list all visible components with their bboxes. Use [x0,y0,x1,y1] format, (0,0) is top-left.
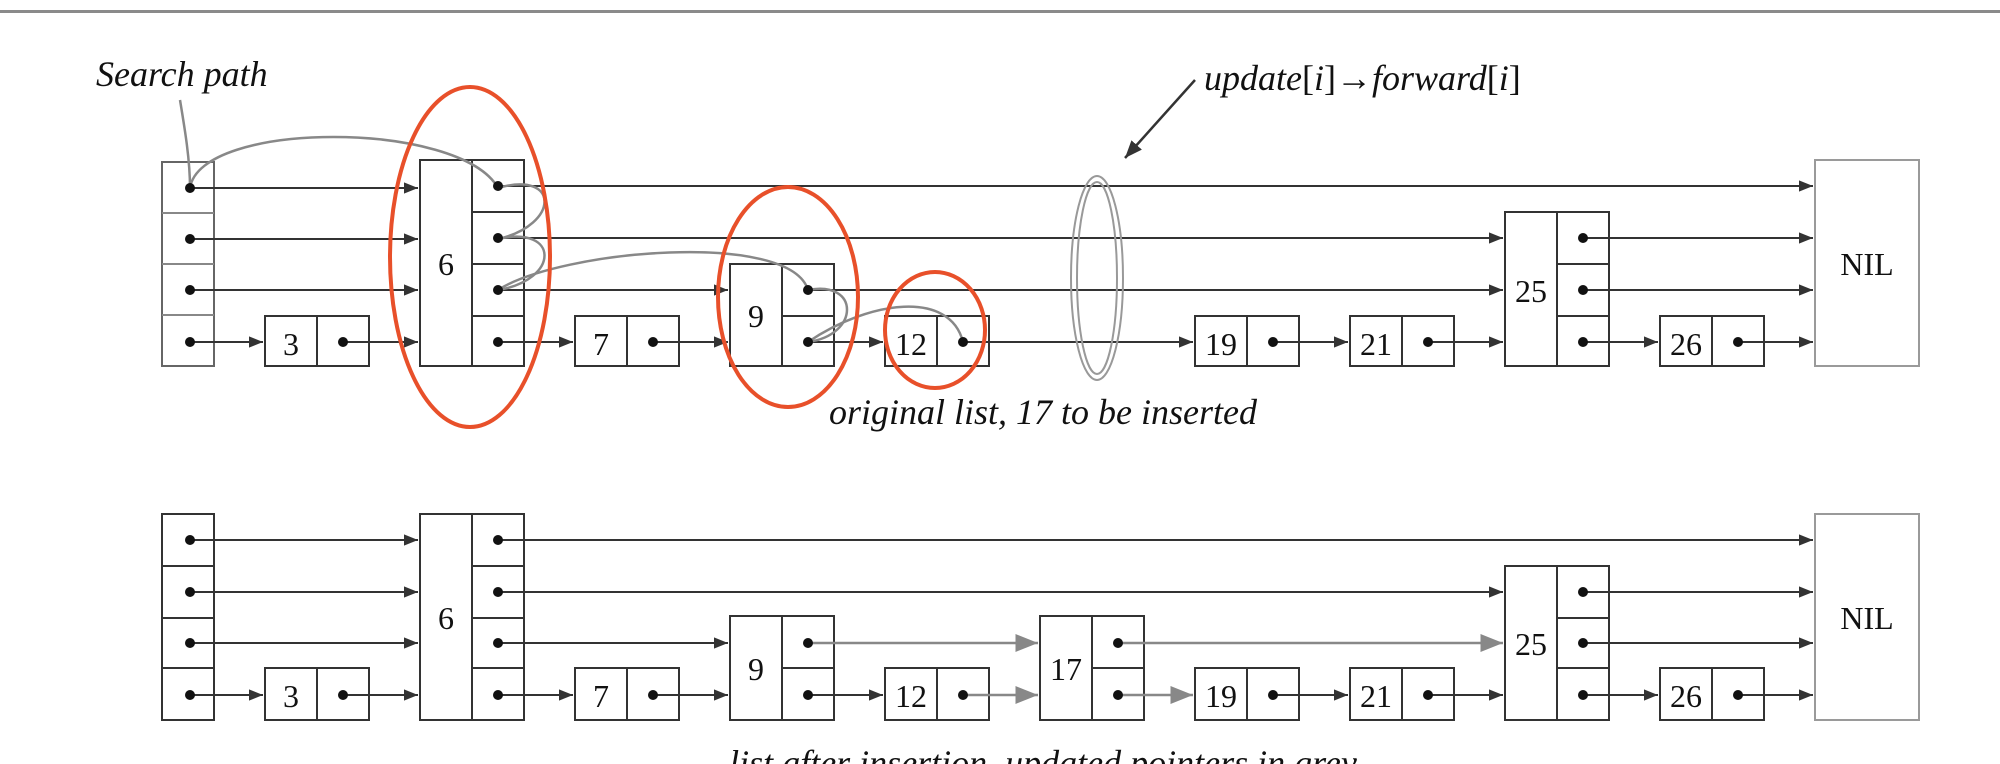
bottom-key-19: 19 [1205,678,1237,714]
top-node-keys: 3 6 7 9 12 19 21 25 26 NIL [283,246,1894,362]
top-key-3: 3 [283,326,299,362]
highlight-node-9 [716,185,860,409]
bottom-nil-node [1814,513,1920,721]
top-pointer-dots [185,181,1743,347]
top-key-19: 19 [1205,326,1237,362]
highlight-node-12 [883,270,987,390]
top-key-26: 26 [1670,326,1702,362]
top-key-25: 25 [1515,273,1547,309]
bottom-nil-label: NIL [1840,600,1893,636]
top-nil-label: NIL [1840,246,1893,282]
highlight-node-6 [388,85,552,429]
bottom-key-3: 3 [283,678,299,714]
search-path-label: Search path [96,54,268,94]
top-key-7: 7 [593,326,609,362]
bottom-key-26: 26 [1670,678,1702,714]
bottom-pointer-dots [185,535,1743,700]
top-skip-list [161,79,1920,429]
search-path-curves [178,99,965,344]
bottom-key-9: 9 [748,651,764,687]
updated-pointers [810,634,1503,704]
top-key-9: 9 [748,298,764,334]
bottom-key-12: 12 [895,678,927,714]
top-key-6: 6 [438,246,454,282]
update-ellipse [1070,175,1124,381]
bottom-key-17: 17 [1050,651,1082,687]
caption-after-insertion: list after insertion, updated pointers i… [729,743,1357,764]
top-divider [0,0,2000,13]
bottom-skip-list [161,513,1920,721]
bottom-key-21: 21 [1360,678,1392,714]
update-forward-label: update[i]→forward[i] [1204,58,1521,98]
bottom-key-7: 7 [593,678,609,714]
bottom-key-25: 25 [1515,626,1547,662]
top-nil-node [1814,159,1920,367]
update-arrow [1124,79,1196,159]
top-key-21: 21 [1360,326,1392,362]
caption-original-list: original list, 17 to be inserted [829,392,1258,432]
bottom-key-6: 6 [438,600,454,636]
bottom-node-keys: 3 6 7 9 12 17 19 21 25 26 NIL [283,600,1894,714]
top-key-12: 12 [895,326,927,362]
